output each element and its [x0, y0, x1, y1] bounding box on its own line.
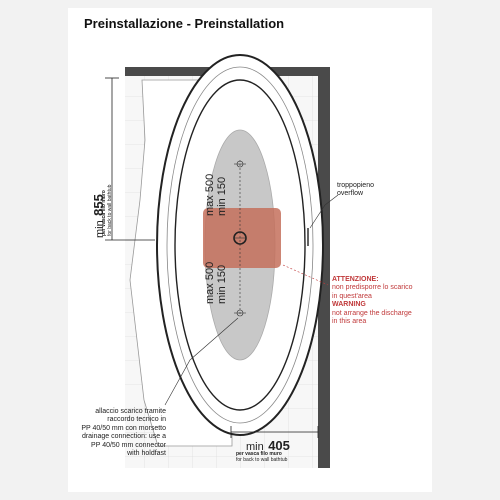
upper-max-label: max 500 — [204, 173, 216, 216]
drain-connection-note: allaccio scarico tramite raccordo tecnic… — [81, 408, 166, 457]
warning-note: ATTENZIONE: non predisporre lo scarico i… — [332, 276, 413, 325]
page-title: Preinstallazione - Preinstallation — [84, 16, 285, 31]
drain-icon — [233, 231, 247, 245]
dimension-405-note: per vasca filo muro for back to wall bat… — [236, 451, 288, 463]
lower-max-label: max 500 — [204, 261, 216, 304]
dimension-405-line — [230, 426, 319, 438]
dimension-405-label: min 405 — [246, 438, 290, 453]
dimension-markers — [234, 160, 246, 317]
lower-min-label: min 150 — [216, 264, 228, 304]
dimension-855-note: per vasca filo muro for back to wall bat… — [101, 184, 113, 236]
side-wall — [318, 67, 330, 468]
leader-lines — [164, 194, 339, 406]
dimension-855-line — [105, 77, 155, 241]
bathtub-inner-rim — [166, 66, 314, 424]
overflow-label: troppopieno overflow — [337, 182, 374, 198]
upper-min-label: min 150 — [216, 176, 228, 216]
